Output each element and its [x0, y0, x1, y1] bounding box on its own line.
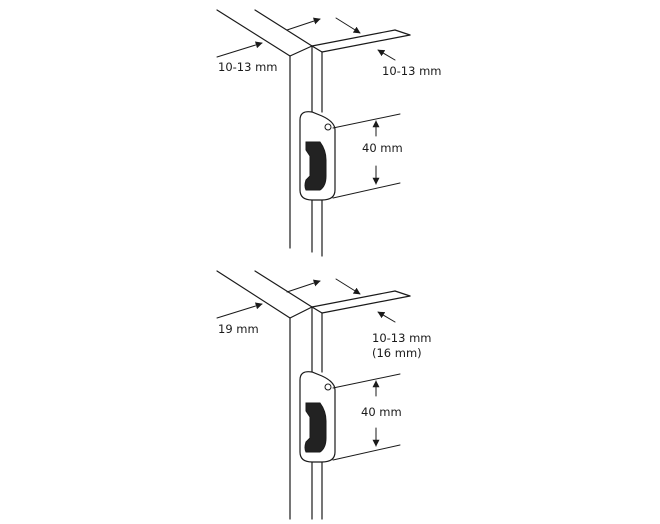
- bottom-diagram: 19 mm 10-13 mm (16 mm) 40 mm: [216, 270, 431, 520]
- bottom-dim-frame: [377, 311, 396, 323]
- top-door-thickness-label: 10-13 mm: [218, 60, 277, 74]
- top-dim-frame: [377, 49, 396, 61]
- top-hinge: [299, 111, 336, 201]
- top-dim-height: [332, 113, 401, 199]
- bottom-frame-thickness-label-line1: 10-13 mm: [372, 331, 431, 345]
- top-dim-door: [216, 17, 361, 58]
- screw-hole-icon: [324, 383, 332, 391]
- bottom-dim-height: [332, 373, 401, 461]
- bottom-hinge: [299, 371, 336, 463]
- bottom-frame-thickness-label-line2: (16 mm): [372, 346, 422, 360]
- bottom-hinge-height-label: 40 mm: [361, 405, 402, 419]
- bottom-door-thickness-label: 19 mm: [218, 322, 259, 336]
- top-hinge-height-label: 40 mm: [362, 141, 403, 155]
- screw-hole-icon: [324, 123, 332, 131]
- bottom-dim-door: [216, 278, 361, 319]
- top-cabinet-outline: [216, 9, 411, 257]
- bottom-cabinet-outline: [216, 270, 411, 520]
- top-frame-thickness-label: 10-13 mm: [382, 64, 441, 78]
- top-diagram: 10-13 mm 10-13 mm 40 mm: [216, 9, 441, 257]
